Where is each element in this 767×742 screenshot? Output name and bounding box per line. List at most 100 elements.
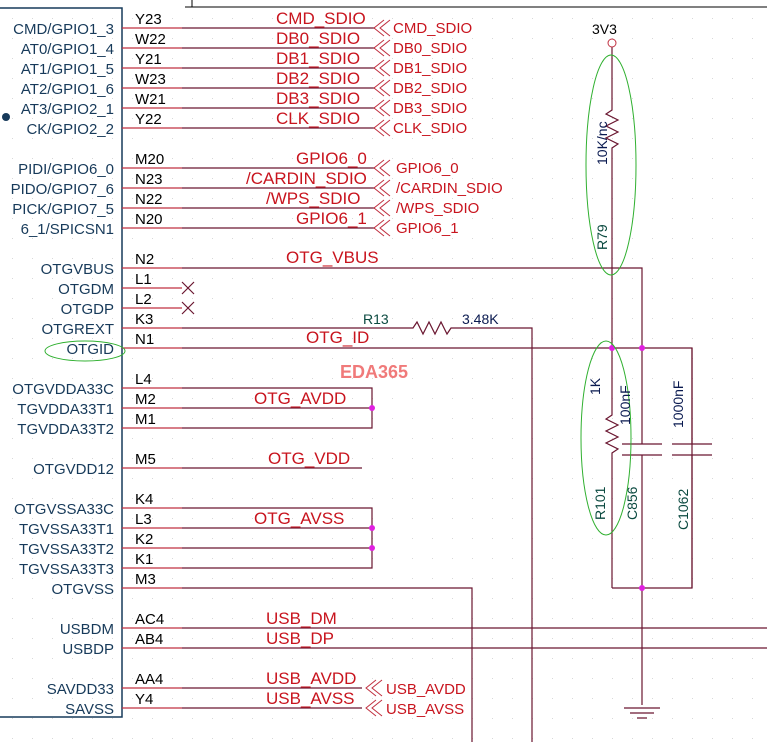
grid-dot (512, 238, 513, 239)
grid-dot (292, 198, 293, 199)
grid-dot (272, 78, 273, 79)
grid-dot (592, 478, 593, 479)
grid-dot (12, 698, 13, 699)
grid-dot (232, 38, 233, 39)
grid-dot (332, 638, 333, 639)
grid-dot (552, 658, 553, 659)
grid-dot (312, 318, 313, 319)
grid-dot (132, 38, 133, 39)
grid-dot (532, 318, 533, 319)
grid-dot (312, 558, 313, 559)
grid-dot (332, 378, 333, 379)
grid-dot (432, 218, 433, 219)
grid-dot (732, 178, 733, 179)
grid-dot (632, 118, 633, 119)
grid-dot (272, 638, 273, 639)
grid-dot (272, 518, 273, 519)
pin-number: K1 (135, 551, 153, 568)
pin-name: USBDM (60, 621, 114, 638)
grid-dot (392, 558, 393, 559)
port-arrow-icon (373, 39, 391, 57)
grid-dot (152, 178, 153, 179)
grid-dot (92, 278, 93, 279)
grid-dot (92, 638, 93, 639)
grid-dot (252, 138, 253, 139)
grid-dot (732, 558, 733, 559)
grid-dot (172, 358, 173, 359)
grid-dot (572, 198, 573, 199)
grid-dot (632, 158, 633, 159)
grid-dot (252, 198, 253, 199)
grid-dot (292, 218, 293, 219)
grid-dot (352, 518, 353, 519)
grid-dot (492, 518, 493, 519)
grid-dot (652, 558, 653, 559)
grid-dot (232, 618, 233, 619)
grid-dot (152, 698, 153, 699)
grid-dot (192, 558, 193, 559)
grid-dot (172, 558, 173, 559)
grid-dot (432, 438, 433, 439)
grid-dot (352, 218, 353, 219)
pin-number: Y23 (135, 11, 162, 28)
grid-dot (672, 478, 673, 479)
junction-dot (639, 345, 645, 351)
grid-dot (92, 258, 93, 259)
grid-dot (692, 118, 693, 119)
pin-name: OTGVSS (51, 581, 114, 598)
grid-dot (452, 298, 453, 299)
grid-dot (172, 438, 173, 439)
grid-dot (712, 618, 713, 619)
grid-dot (452, 438, 453, 439)
grid-dot (52, 38, 53, 39)
wires (181, 19, 767, 742)
pin-number: AB4 (135, 631, 163, 648)
pin-name: TGVDDA33T1 (17, 401, 114, 418)
grid-dot (192, 158, 193, 159)
grid-dot (572, 318, 573, 319)
grid-dot (32, 558, 33, 559)
grid-dot (692, 318, 693, 319)
grid-dot (192, 598, 193, 599)
grid-dot (352, 438, 353, 439)
grid-dot (212, 578, 213, 579)
grid-dot (452, 458, 453, 459)
grid-dot (572, 418, 573, 419)
grid-dot (472, 18, 473, 19)
grid-dot (392, 578, 393, 579)
grid-dot (632, 498, 633, 499)
grid-dot (432, 598, 433, 599)
grid-dot (152, 118, 153, 119)
grid-dot (132, 718, 133, 719)
ic-pins: CMD/GPIO1_3Y23AT0/GPIO1_4W22AT1/GPIO1_5Y… (2, 11, 182, 718)
grid-dot (312, 518, 313, 519)
grid-dot (672, 118, 673, 119)
grid-dot (452, 678, 453, 679)
grid-dot (372, 178, 373, 179)
grid-dot (92, 18, 93, 19)
grid-dot (632, 258, 633, 259)
grid-dot (732, 18, 733, 19)
grid-dot (332, 658, 333, 659)
grid-dot (352, 398, 353, 399)
grid-dot (252, 218, 253, 219)
grid-dot (92, 98, 93, 99)
grid-dot (652, 98, 653, 99)
grid-dot (552, 18, 553, 19)
grid-dot (512, 158, 513, 159)
grid-dot (412, 438, 413, 439)
grid-dot (692, 158, 693, 159)
grid-dot (12, 338, 13, 339)
grid-dot (212, 98, 213, 99)
grid-dot (212, 458, 213, 459)
grid-dot (32, 338, 33, 339)
grid-dot (552, 458, 553, 459)
grid-dot (592, 538, 593, 539)
grid-dot (432, 318, 433, 319)
port-label: GPIO6_0 (396, 160, 459, 177)
net-label-otg-id: OTG_ID (306, 328, 369, 347)
pin-name: TGVSSA33T3 (19, 561, 114, 578)
grid-dot (312, 98, 313, 99)
grid-dot (492, 238, 493, 239)
grid-dot (632, 98, 633, 99)
